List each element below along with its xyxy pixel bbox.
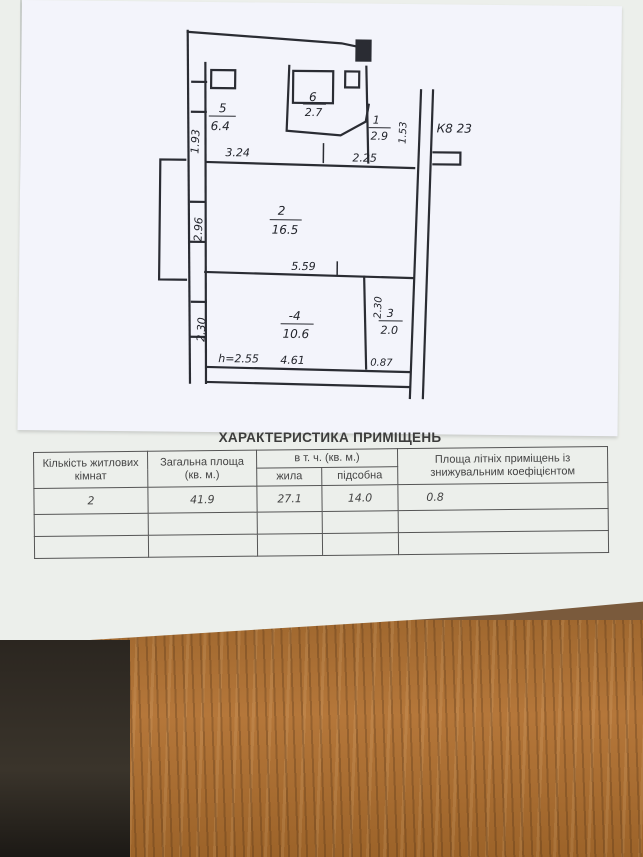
- room-1-number: 1: [373, 114, 380, 127]
- wall-h2: [204, 270, 415, 280]
- dim-2-30-left: 2.30: [194, 317, 208, 342]
- header-rooms-count: Кількість житлових кімнат: [33, 451, 148, 489]
- bath-wall: [285, 64, 371, 137]
- room-2-number: 2: [278, 204, 286, 218]
- room-1-area: 2.9: [371, 130, 389, 143]
- balcony: [157, 158, 188, 281]
- dim-2-25: 2.25: [352, 151, 377, 164]
- dim-4-61: 4.61: [280, 354, 305, 367]
- document-sheet: 5 6.4 6 2.7 1 2.9 2 16.5 -4 10.6 3 2.0 1…: [0, 0, 643, 640]
- room-4-area: 10.6: [282, 327, 309, 341]
- header-auxiliary: підсобна: [321, 466, 398, 486]
- wall-top: [186, 30, 367, 50]
- floor-plan-sheet: 5 6.4 6 2.7 1 2.9 2 16.5 -4 10.6 3 2.0 1…: [17, 0, 622, 437]
- room-3-area: 2.0: [380, 324, 398, 337]
- height-label: h=2.55: [218, 352, 259, 365]
- column: [355, 39, 372, 62]
- table-title: ХАРАКТЕРИСТИКА ПРИМІЩЕНЬ: [218, 430, 442, 445]
- room-4-number: -4: [289, 309, 301, 323]
- bathtub: [291, 69, 335, 105]
- header-total-area: Загальна площа (кв. м.): [147, 450, 257, 488]
- room-3-number: 3: [387, 307, 394, 320]
- empty-cell: [34, 513, 149, 537]
- value-living: 27.1: [256, 485, 323, 513]
- room-5-number: 5: [219, 101, 227, 115]
- desk-shadow: [0, 640, 130, 857]
- room-2-area: 16.5: [272, 223, 299, 237]
- toilet: [343, 70, 361, 89]
- characteristics-table: Кількість житлових кімнат Загальна площа…: [33, 446, 609, 559]
- dim-1-53: 1.53: [398, 121, 410, 144]
- header-summer-area: Площа літніх приміщень із знижувальним к…: [397, 446, 608, 485]
- wall-right: [408, 89, 423, 400]
- dim-3-24: 3.24: [225, 146, 250, 159]
- wall-bottom-outer: [205, 380, 411, 389]
- entrance: [432, 151, 462, 166]
- header-living: жила: [256, 467, 323, 487]
- wall-left-inner: [204, 61, 208, 384]
- floor-plan: 5 6.4 6 2.7 1 2.9 2 16.5 -4 10.6 3 2.0 1…: [157, 29, 472, 400]
- wall-left: [186, 29, 192, 384]
- room-6-number: 6: [309, 90, 317, 104]
- wall-h1: [205, 160, 416, 170]
- room-5-area: 6.4: [211, 119, 230, 133]
- dim-2-96: 2.96: [191, 217, 205, 242]
- value-total-area: 41.9: [147, 486, 258, 514]
- dim-1-93: 1.93: [188, 129, 202, 154]
- room-6-area: 2.7: [305, 106, 323, 119]
- header-including: в т. ч. (кв. м.): [256, 448, 398, 469]
- dim-2-30-right: 2.30: [373, 296, 385, 319]
- value-rooms-count: 2: [33, 487, 149, 515]
- apartment-label: К8 23: [437, 121, 472, 135]
- dim-5-59: 5.59: [291, 260, 316, 273]
- dim-0-87: 0.87: [370, 358, 393, 369]
- value-summer-area: 0.8: [397, 482, 609, 511]
- wall-right-outer: [421, 89, 435, 400]
- value-auxiliary: 14.0: [322, 484, 399, 512]
- empty-cell: [34, 535, 149, 559]
- wall-room3: [363, 275, 368, 370]
- stove: [209, 68, 237, 90]
- wall-bottom: [206, 365, 412, 374]
- toilet-wall: [365, 65, 370, 164]
